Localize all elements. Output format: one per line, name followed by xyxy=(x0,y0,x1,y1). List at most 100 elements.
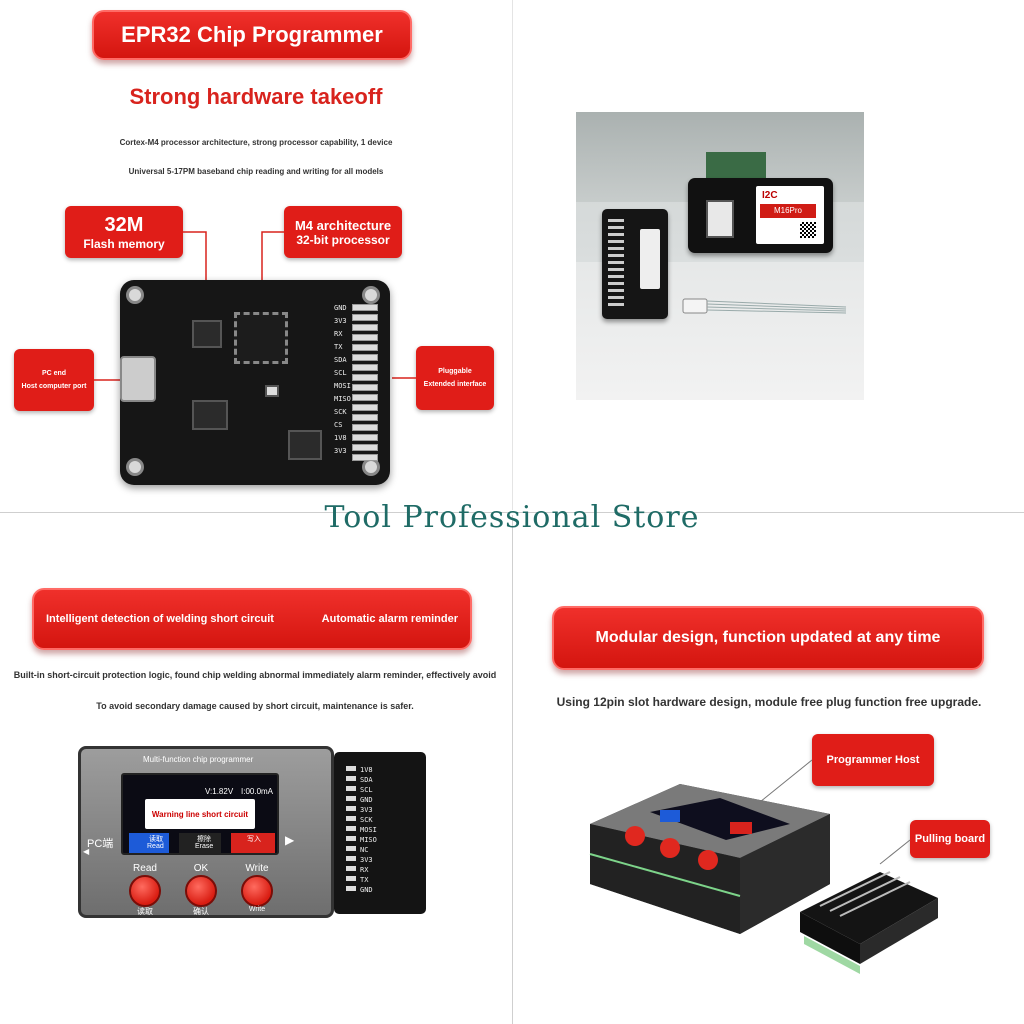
read-tile-label: Read xyxy=(147,843,164,850)
modular-pill-text: Modular design, function updated at any … xyxy=(595,629,941,646)
write-button[interactable] xyxy=(241,875,273,907)
title-text: EPR32 Chip Programmer xyxy=(121,22,383,47)
pc-port-label: PC端 xyxy=(87,838,114,850)
read-button-cn: 读取 xyxy=(137,907,153,916)
callout-plug-line2: Extended interface xyxy=(423,381,487,388)
panel-product-photo: I2C M16Pro xyxy=(576,112,864,400)
callout-programmer-host: Programmer Host xyxy=(812,734,934,786)
regulator xyxy=(192,400,228,430)
programmer-host-render xyxy=(589,784,830,934)
flash-chip xyxy=(192,320,222,348)
host-connector xyxy=(706,200,734,238)
voltage-readout: V:1.82V xyxy=(205,787,234,796)
pin-label: 3V3 xyxy=(334,317,347,325)
store-watermark: Tool Professional Store xyxy=(324,500,700,535)
callout-board-text: Pulling board xyxy=(914,833,986,845)
read-tile: 读取 Read xyxy=(129,833,169,853)
panel-epr32-overview: EPR32 Chip Programmer Strong hardware ta… xyxy=(0,0,512,510)
ok-button[interactable] xyxy=(185,875,217,907)
feature-line-1: Cortex-M4 processor architecture, strong… xyxy=(119,138,393,147)
pin-label: TX xyxy=(360,876,369,884)
pill-left-text: Intelligent detection of welding short c… xyxy=(46,613,274,625)
pin-label: 1V8 xyxy=(334,434,347,442)
current-readout: I:00.0mA xyxy=(241,787,274,796)
device-title: Multi-function chip programmer xyxy=(143,755,254,764)
erase-tile: 擦除 Erase xyxy=(179,833,221,853)
pin-label: 3V3 xyxy=(334,447,347,455)
m16pro-host-photo: I2C M16Pro xyxy=(688,178,833,253)
divider xyxy=(512,515,513,1024)
erase-tile-cn: 擦除 xyxy=(197,836,211,843)
callout-host-text: Programmer Host xyxy=(826,754,920,766)
arrow-right-icon: ▶ xyxy=(285,833,295,847)
pin-label: GND xyxy=(334,304,347,312)
qr-code-icon xyxy=(800,222,816,238)
title-pill: EPR32 Chip Programmer xyxy=(92,10,412,60)
short-circuit-warning-dialog: Warning line short circuit xyxy=(145,799,255,829)
callout-pc-line1: PC end xyxy=(41,370,67,377)
read-tile-cn: 读取 xyxy=(149,836,163,843)
board-pins xyxy=(608,219,624,309)
feature-line-2: Universal 5-17PM baseband chip reading a… xyxy=(128,167,384,176)
write-tile: 写入 xyxy=(231,833,275,853)
pin-label: GND xyxy=(360,796,373,804)
usb-c-port xyxy=(120,356,156,402)
description-line-1: Built-in short-circuit protection logic,… xyxy=(13,670,497,680)
panel-short-circuit: Intelligent detection of welding short c… xyxy=(0,548,510,1024)
callout-m4: M4 architecture 32-bit processor xyxy=(284,206,402,258)
pill-right-text: Automatic alarm reminder xyxy=(321,613,458,625)
programmer-device: Multi-function chip programmer PC端 V:1.8… xyxy=(78,746,334,918)
callout-flash-big: 32M xyxy=(104,213,144,236)
background-board xyxy=(706,152,766,182)
pin-label: GND xyxy=(360,886,373,894)
read-button-label: Read xyxy=(133,863,157,874)
read-button[interactable] xyxy=(129,875,161,907)
callout-pc: PC end Host computer port xyxy=(14,349,94,411)
pin-label: 3V3 xyxy=(360,806,373,814)
pulling-board-render xyxy=(800,871,938,974)
pin-label: 1V8 xyxy=(360,766,373,774)
mount-hole xyxy=(126,458,144,476)
pin-label: RX xyxy=(334,330,343,338)
header-pins xyxy=(352,304,378,461)
pin-label: MISO xyxy=(334,395,351,403)
ok-button-label: OK xyxy=(193,863,209,874)
callout-m4-big: M4 architecture xyxy=(294,217,392,233)
board-connector xyxy=(640,229,660,289)
callout-flash: 32M Flash memory xyxy=(65,206,183,258)
write-tile-cn: 写入 xyxy=(247,836,261,843)
description-line-2: To avoid secondary damage caused by shor… xyxy=(96,701,414,711)
inductor xyxy=(288,430,322,460)
divider xyxy=(0,512,1024,513)
callout-flash-small: Flash memory xyxy=(83,236,165,251)
pin-label: SDA xyxy=(334,356,347,364)
crystal xyxy=(265,385,279,397)
subtitle-text: Strong hardware takeoff xyxy=(129,84,383,109)
pin-label: TX xyxy=(334,343,343,351)
pin-label: SCL xyxy=(360,786,373,794)
pin-label: SCK xyxy=(360,816,373,824)
callout-pc-line2: Host computer port xyxy=(21,383,87,390)
arrow-left-icon: ◀ xyxy=(83,847,90,856)
divider xyxy=(512,0,513,510)
mount-hole xyxy=(126,286,144,304)
board-pins xyxy=(346,766,356,894)
callout-lines xyxy=(759,759,911,865)
pin-label: 3V3 xyxy=(360,856,373,864)
callout-plug-line1: Pluggable xyxy=(438,368,472,375)
panel-modular-design: Modular design, function updated at any … xyxy=(514,548,1024,1024)
callout-pulling-board: Pulling board xyxy=(910,820,990,858)
write-button-label: Write xyxy=(245,863,269,874)
feature-pill: Intelligent detection of welding short c… xyxy=(32,588,472,650)
modular-pill: Modular design, function updated at any … xyxy=(552,606,984,670)
flat-cable xyxy=(682,298,847,314)
erase-tile-label: Erase xyxy=(195,843,214,850)
pin-label: SCL xyxy=(334,369,347,377)
callout-pluggable: Pluggable Extended interface xyxy=(416,346,494,410)
host-label-card: I2C M16Pro xyxy=(756,186,824,244)
pin-label: MISO xyxy=(360,836,377,844)
pin-label: CS xyxy=(334,421,343,429)
warning-text: Warning line short circuit xyxy=(151,809,249,819)
model-label: M16Pro xyxy=(760,204,816,218)
